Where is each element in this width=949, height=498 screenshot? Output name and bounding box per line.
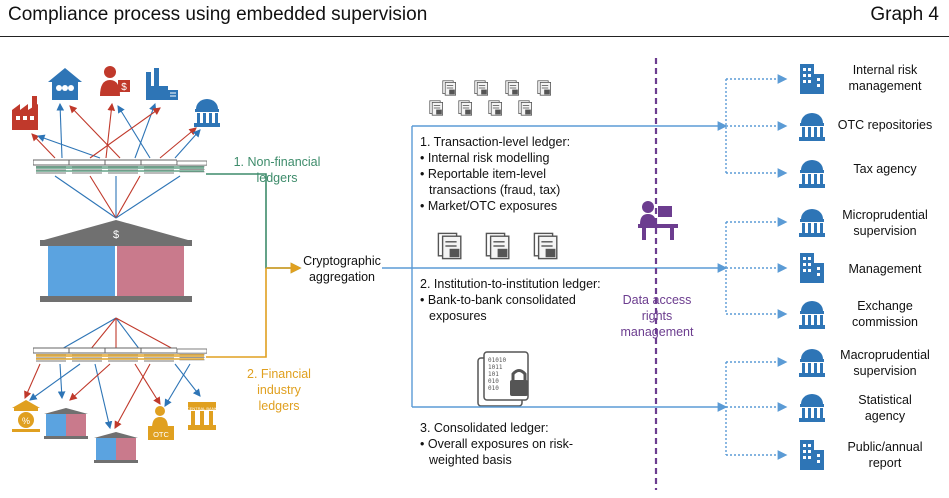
label-line: Data access (622, 293, 692, 307)
svg-text:%: % (22, 416, 30, 426)
label-line: 1. Non-financial (233, 155, 321, 169)
dest-line: management (848, 78, 922, 93)
page-title: Compliance process using embedded superv… (8, 4, 428, 25)
government-building-icon (799, 394, 825, 422)
svg-text:$: $ (121, 82, 127, 93)
government-building-icon (799, 160, 825, 188)
central-bank-label: CENTRAL BANK (187, 406, 218, 411)
label-line: aggregation (308, 270, 376, 284)
ledger-item-cont: exposures (429, 309, 487, 323)
binary-text-3: 101 (488, 371, 499, 378)
label-line: 2. Financial industry (247, 367, 311, 397)
dest-line: OTC repositories (837, 118, 933, 132)
ledger-item: Bank-to-bank consolidated (420, 292, 630, 308)
data-access-label: Data access rights management (612, 292, 702, 340)
financial-ledger-row (33, 347, 207, 362)
pension-fund-icon: % (12, 400, 40, 432)
title-divider (0, 36, 949, 37)
consolidated-ledger-lock-icon (477, 351, 529, 407)
dest-line: supervision (853, 363, 917, 378)
destination-connectors (725, 74, 788, 460)
office-building-icon (800, 253, 824, 283)
consolidated-ledger-text: 3. Consolidated ledger: Overall exposure… (420, 420, 630, 468)
dest-line: supervision (853, 223, 917, 238)
top-ledger-arrows (31, 102, 201, 159)
transaction-ledger-text: 1. Transaction-level ledger: Internal ri… (420, 134, 620, 214)
industry-icon (146, 68, 178, 100)
label-line: ledgers (258, 399, 300, 413)
office-building-icon (800, 64, 824, 94)
institution-ledger-text: 2. Institution-to-institution ledger: Ba… (420, 276, 630, 324)
factory-icon (12, 96, 38, 130)
dest-line: Tax agency (853, 162, 917, 176)
dest-line: Statistical (858, 393, 912, 407)
label-line: ledgers (256, 171, 298, 185)
central-bank-icon (188, 402, 216, 430)
ledger-item: Market/OTC exposures (420, 198, 620, 214)
binary-text-4: 010 (488, 378, 499, 385)
dest-line: Internal risk (852, 63, 918, 77)
ledger-item-cont: weighted basis (429, 453, 512, 467)
non-financial-ledger-row (33, 159, 207, 174)
financial-industry-label: 2. Financial industry ledgers (224, 366, 334, 414)
graph-number: Graph 4 (870, 4, 939, 25)
binary-text-1: 01010 (488, 357, 506, 364)
dest-management: Management (830, 262, 940, 278)
ledger-title: 3. Consolidated ledger: (420, 421, 549, 435)
dest-line: Public/annual (847, 440, 923, 454)
government-building-icon (799, 113, 825, 141)
ledger-title: 2. Institution-to-institution ledger: (420, 277, 601, 291)
dest-line: Exchange (857, 299, 913, 313)
bottom-ledger-arrows (24, 363, 201, 430)
transaction-ledger-docs (429, 80, 551, 116)
label-line: rights (641, 309, 673, 323)
binary-text-2: 1011 (488, 364, 503, 371)
binary-text-5: 010 (488, 385, 499, 392)
financial-connector (206, 268, 267, 358)
non-financial-label: 1. Non-financial ledgers (232, 154, 322, 186)
non-financial-connector (206, 173, 302, 274)
otc-label: OTC (153, 430, 169, 439)
otc-trader-icon (148, 406, 174, 440)
dest-line: report (868, 455, 902, 470)
government-building-icon (799, 209, 825, 237)
ledger-item: Overall exposures on risk- (420, 436, 630, 452)
top-to-bank-arrows (54, 175, 181, 219)
dest-line: Management (848, 262, 922, 276)
dest-line: commission (852, 314, 918, 329)
dest-otc-repositories: OTC repositories (830, 118, 940, 134)
dest-line: Macroprudential (840, 348, 930, 362)
bank-dollar-label: $ (113, 229, 119, 241)
small-bank-icon-1 (44, 408, 88, 439)
bank-icon (40, 220, 192, 302)
dest-line: Microprudential (842, 208, 928, 222)
small-bank-icon-2 (94, 432, 138, 463)
office-building-icon (800, 440, 824, 470)
ledger-item: Reportable item-level (420, 166, 620, 182)
ledger-title: 1. Transaction-level ledger: (420, 135, 571, 149)
family-house-icon (48, 68, 82, 100)
label-line: Cryptographic (303, 254, 381, 268)
cryptographic-aggregation-label: Cryptographic aggregation (296, 253, 388, 285)
government-building-icon (799, 301, 825, 329)
institution-ledger-docs (437, 232, 558, 260)
person-money-icon: $ (100, 66, 130, 96)
government-building-icon (799, 349, 825, 377)
dest-line: agency (864, 408, 906, 423)
ledger-bracket (382, 121, 728, 412)
dest-tax-agency: Tax agency (830, 162, 940, 178)
government-building-icon (194, 99, 220, 127)
label-line: management (620, 325, 694, 339)
ledger-item: Internal risk modelling (420, 150, 620, 166)
bank-to-bottom-arrows (59, 317, 176, 351)
data-manager-icon (638, 201, 678, 240)
ledger-item-cont: transactions (fraud, tax) (429, 183, 561, 197)
